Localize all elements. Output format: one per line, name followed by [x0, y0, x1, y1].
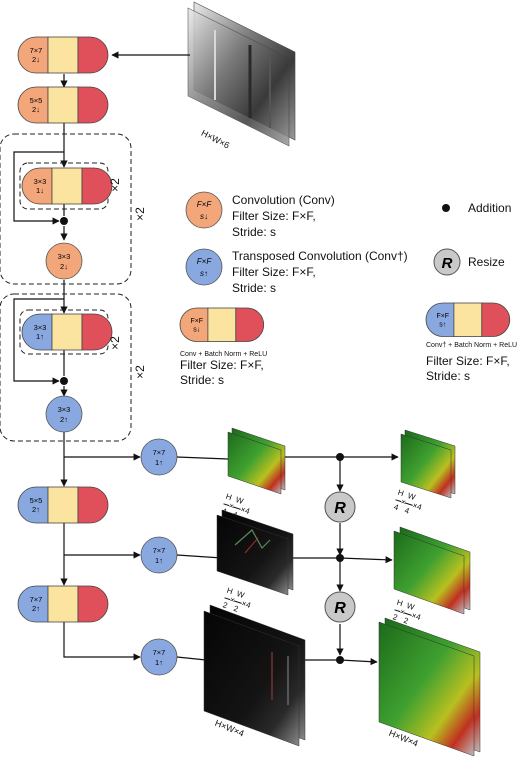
legend-block-tconv-size: F×F — [436, 313, 449, 320]
head-tconv-3-stride: 1↑ — [155, 658, 163, 667]
input-image — [187, 1, 296, 147]
feature-map-out1 — [400, 429, 456, 499]
pill-blocks: 7×72↓5×52↓3×31↓3×31↑5×52↑7×72↑ — [17, 36, 113, 623]
feature-map-out2 — [393, 526, 471, 615]
svg-text:R: R — [334, 600, 346, 617]
legend-conv-stride: Stride: s — [232, 225, 277, 239]
resize-node-2: R — [324, 591, 356, 623]
repeat-outer-1: ×2 — [132, 207, 147, 221]
feature-map-mid2 — [216, 509, 294, 596]
block-conv-4-stride: 2↓ — [60, 262, 68, 271]
legend-conv-title: Convolution (Conv) — [232, 193, 335, 207]
legend-block-tconv: F×Fs↑ — [425, 302, 511, 337]
block-tconv-1-size: 3×3 — [34, 323, 47, 332]
out2-w-den: 2 — [402, 615, 410, 626]
svg-text:F×F: F×F — [197, 257, 213, 266]
legend-resize-label: Resize — [468, 255, 505, 269]
mid1-w-den: 4 — [231, 509, 239, 520]
block-conv-4: 3×32↓ — [45, 242, 83, 280]
head-tconv-3-size: 7×7 — [153, 648, 166, 657]
feature-map-out3 — [378, 617, 481, 757]
svg-text:R: R — [334, 500, 346, 517]
circle-blocks: 3×32↓3×32↑7×71↑7×71↑7×71↑ — [45, 242, 178, 676]
legend-resize-circle: R — [433, 248, 461, 276]
block-tconv-2-size: 3×3 — [58, 405, 71, 414]
legend-pills: F×Fs↓F×Fs↑ — [179, 302, 511, 342]
svg-text:R: R — [442, 255, 453, 272]
mid2-w-den: 2 — [232, 603, 240, 614]
block-tconv-2: 3×32↑ — [45, 395, 83, 433]
addition-node-3 — [336, 453, 344, 461]
feature-map-mid3 — [203, 604, 306, 747]
block-tconv-4: 7×72↑ — [17, 585, 109, 623]
addition-node-2 — [60, 377, 68, 385]
block-conv-3-stride: 1↓ — [36, 186, 44, 195]
svg-text:s↓: s↓ — [200, 212, 208, 221]
legend-block-tconv-stride: Stride: s — [426, 369, 471, 383]
repeat-inner-1: ×2 — [107, 178, 122, 192]
legend-block-conv-stride: Stride: s — [180, 373, 225, 387]
block-conv-2-size: 5×5 — [30, 96, 43, 105]
block-conv-4-size: 3×3 — [58, 252, 71, 261]
head-connections — [176, 453, 399, 666]
legend-block-tconv-stride: s↑ — [439, 321, 446, 328]
legend-block-conv-caption: Conv + Batch Norm + ReLU — [180, 351, 268, 358]
block-tconv-1-stride: 1↑ — [36, 332, 44, 341]
legend-tconv-title: Transposed Convolution (Conv†) — [232, 249, 408, 263]
block-conv-3: 3×31↓ — [21, 167, 113, 205]
legend-block-tconv-filter: Filter Size: F×F, — [426, 354, 510, 368]
legend-block-conv-filter: Filter Size: F×F, — [180, 358, 264, 372]
legend-addition-dot — [442, 204, 450, 212]
head-tconv-2-stride: 1↑ — [155, 556, 163, 565]
svg-text:s↑: s↑ — [200, 269, 208, 278]
block-conv-3-size: 3×3 — [34, 177, 47, 186]
addition-node-4 — [336, 554, 344, 562]
block-conv-1-size: 7×7 — [30, 46, 43, 55]
block-tconv-1: 3×31↑ — [21, 313, 113, 351]
block-conv-1: 7×72↓ — [17, 36, 109, 74]
block-tconv-4-size: 7×7 — [30, 595, 43, 604]
legend-addition-label: Addition — [468, 201, 512, 215]
legend-conv-circle: F×F s↓ — [185, 191, 223, 229]
block-tconv-3-stride: 2↑ — [32, 505, 40, 514]
head-tconv-1: 7×71↑ — [140, 438, 178, 476]
block-tconv-3-size: 5×5 — [30, 496, 43, 505]
block-tconv-2-stride: 2↑ — [60, 415, 68, 424]
block-tconv-3: 5×52↑ — [17, 486, 109, 524]
encoder-connections — [13, 74, 141, 661]
out1-w-den: 4 — [403, 505, 411, 516]
addition-node-5 — [336, 656, 344, 664]
legend-block-conv-stride: s↓ — [193, 326, 200, 333]
block-conv-2: 5×52↓ — [17, 86, 109, 124]
legend-block-conv: F×Fs↓ — [179, 307, 265, 342]
legend-tconv-circle: F×F s↑ — [185, 248, 223, 286]
head-tconv-3: 7×71↑ — [140, 638, 178, 676]
block-conv-2-stride: 2↓ — [32, 105, 40, 114]
legend-block-tconv-caption: Conv† + Batch Norm + ReLU — [426, 342, 518, 349]
feature-map-mid1 — [227, 427, 286, 495]
head-tconv-2: 7×71↑ — [140, 536, 178, 574]
resize-node-1: R — [324, 491, 356, 523]
head-tconv-1-size: 7×7 — [153, 448, 166, 457]
legend-tconv-filter: Filter Size: F×F, — [232, 265, 316, 279]
head-tconv-1-stride: 1↑ — [155, 458, 163, 467]
legend-conv-filter: Filter Size: F×F, — [232, 209, 316, 223]
head-tconv-2-size: 7×7 — [153, 546, 166, 555]
svg-text:F×F: F×F — [197, 200, 213, 209]
block-tconv-4-stride: 2↑ — [32, 604, 40, 613]
repeat-inner-2: ×2 — [107, 336, 122, 350]
block-conv-1-stride: 2↓ — [32, 55, 40, 64]
legend-block-conv-size: F×F — [190, 318, 203, 325]
repeat-outer-2: ×2 — [132, 365, 147, 379]
addition-node-1 — [60, 217, 68, 225]
legend-tconv-stride: Stride: s — [232, 281, 277, 295]
